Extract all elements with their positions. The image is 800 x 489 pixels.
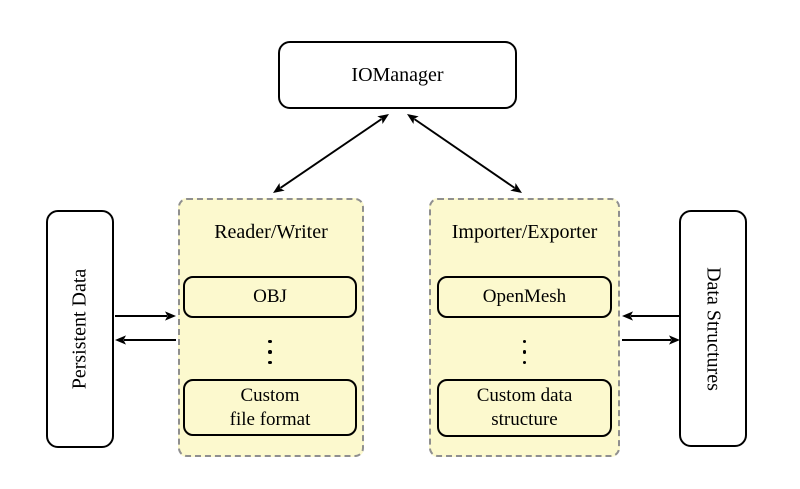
reader-writer-group bbox=[178, 198, 364, 457]
custom-file-format-line2: file format bbox=[229, 408, 311, 430]
edge-iomanager-readerwriter bbox=[273, 114, 389, 193]
iomanager-label: IOManager bbox=[351, 63, 444, 86]
persistent-data-node: Persistent Data bbox=[46, 210, 114, 448]
openmesh-label: OpenMesh bbox=[482, 286, 567, 308]
edge-persistentdata-to-readerwriter bbox=[115, 311, 176, 321]
persistent-data-label: Persistent Data bbox=[68, 268, 91, 390]
custom-data-structure-node: Custom data structure bbox=[437, 379, 612, 437]
custom-data-structure-line2: structure bbox=[491, 409, 558, 430]
edge-datastructures-to-importerexporter bbox=[622, 311, 680, 321]
importer-exporter-group bbox=[429, 198, 620, 457]
obj-node: OBJ bbox=[183, 276, 357, 318]
openmesh-node: OpenMesh bbox=[437, 276, 612, 318]
custom-file-format-line1: Custom bbox=[240, 384, 300, 406]
importer-exporter-group-title: Importer/Exporter bbox=[451, 221, 598, 243]
reader-writer-ellipsis-icon bbox=[183, 338, 357, 366]
edge-readerwriter-to-persistentdata bbox=[115, 335, 176, 345]
custom-file-format-node: Custom file format bbox=[183, 379, 357, 436]
importer-exporter-ellipsis-icon bbox=[437, 338, 612, 366]
data-structures-node: Data Structures bbox=[679, 210, 747, 447]
edge-importerexporter-to-datastructures bbox=[622, 335, 680, 345]
iomanager-node: IOManager bbox=[278, 41, 517, 109]
custom-data-structure-line1: Custom data bbox=[476, 385, 573, 407]
obj-label: OBJ bbox=[253, 286, 287, 308]
data-structures-label: Data Structures bbox=[702, 266, 725, 391]
reader-writer-group-title: Reader/Writer bbox=[214, 221, 328, 243]
edge-iomanager-importerexporter bbox=[407, 114, 522, 193]
